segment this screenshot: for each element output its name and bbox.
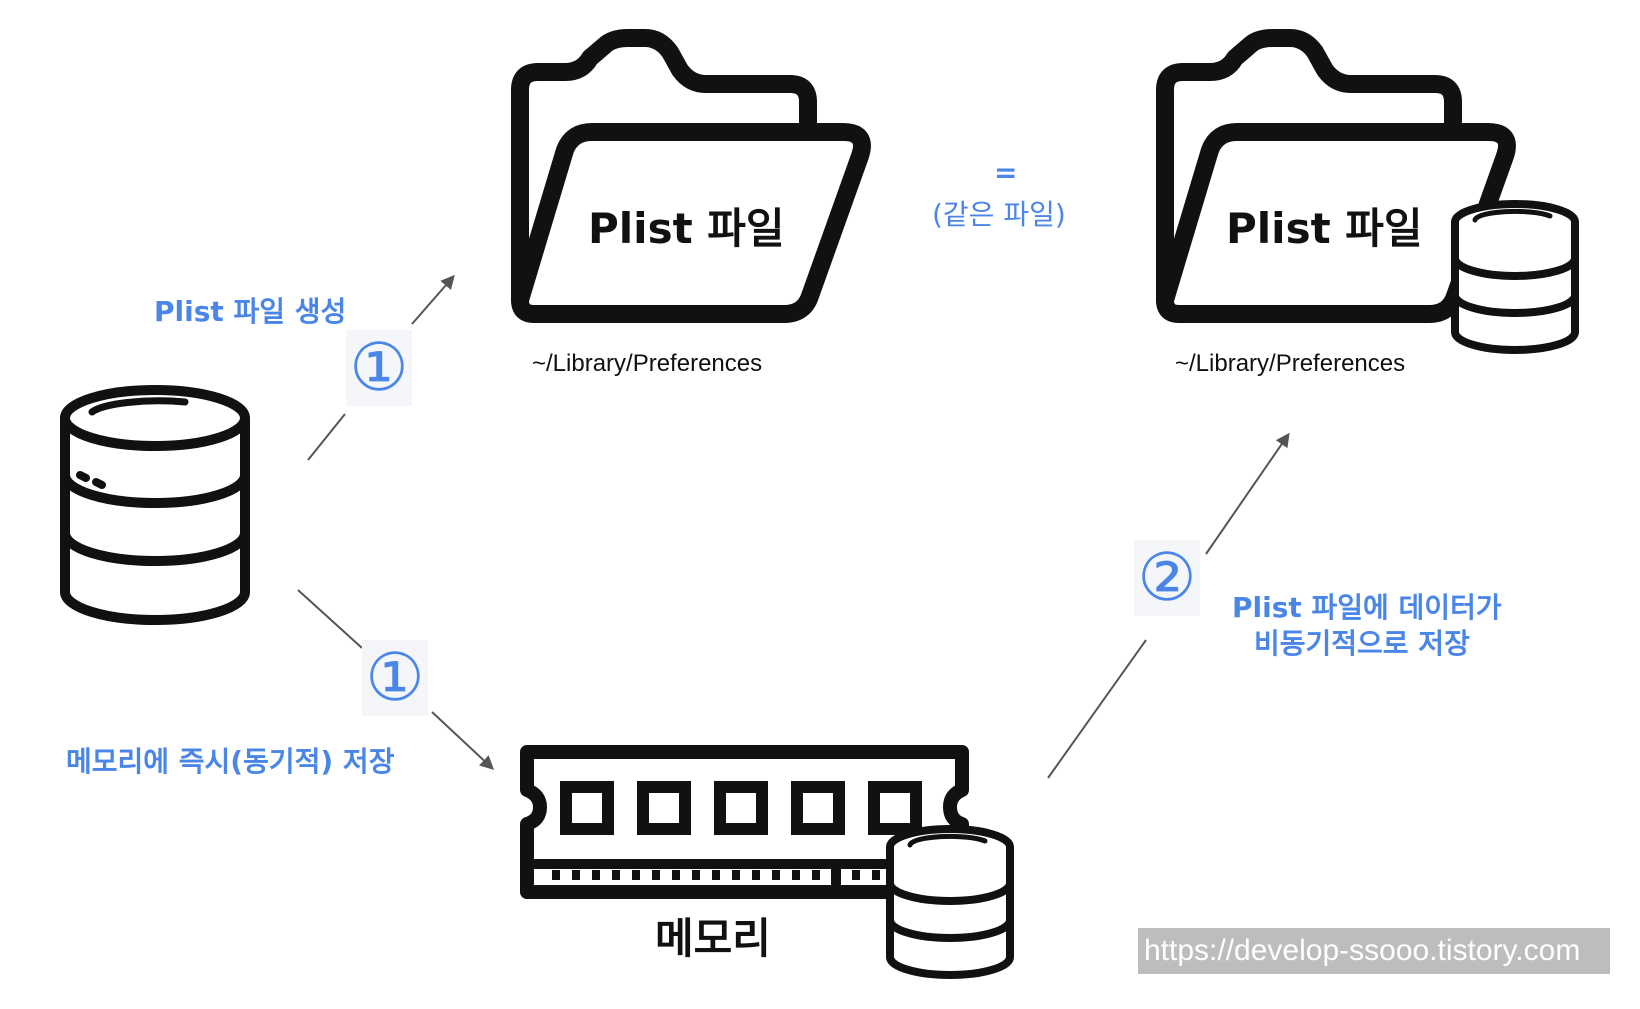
database-icon-small bbox=[1455, 204, 1575, 350]
arrow-memory bbox=[297, 589, 363, 649]
async-marker: ② bbox=[1134, 540, 1200, 616]
memory-marker: ① bbox=[362, 640, 428, 716]
arrow-async bbox=[1047, 639, 1147, 779]
folder-right-path: ~/Library/Preferences bbox=[1175, 350, 1406, 377]
equals-caption: (같은 파일) bbox=[932, 198, 1066, 231]
arrow-memory-head bbox=[431, 711, 495, 770]
arrow-create-head bbox=[411, 274, 455, 325]
database-icon-small bbox=[890, 829, 1010, 975]
database-icon bbox=[60, 385, 250, 625]
folder-icon-right bbox=[1156, 29, 1516, 323]
folder-right-title: Plist 파일 bbox=[1226, 204, 1423, 253]
memory-step-label: 메모리에 즉시(동기적) 저장 bbox=[66, 745, 395, 778]
folder-left-path: ~/Library/Preferences bbox=[532, 350, 763, 377]
folder-icon-left bbox=[511, 29, 871, 323]
create-label: Plist 파일 생성 bbox=[154, 295, 347, 328]
async-label-line1: Plist 파일에 데이터가 bbox=[1232, 591, 1502, 624]
arrow-create bbox=[307, 413, 346, 461]
async-label-line2: 비동기적으로 저장 bbox=[1254, 627, 1470, 660]
watermark: https://develop-ssooo.tistory.com bbox=[1138, 928, 1610, 974]
create-marker: ① bbox=[346, 330, 412, 406]
memory-label: 메모리 bbox=[655, 914, 771, 963]
equals-symbol: = bbox=[994, 156, 1018, 189]
arrow-async-head bbox=[1205, 432, 1290, 555]
folder-left-title: Plist 파일 bbox=[588, 204, 785, 253]
